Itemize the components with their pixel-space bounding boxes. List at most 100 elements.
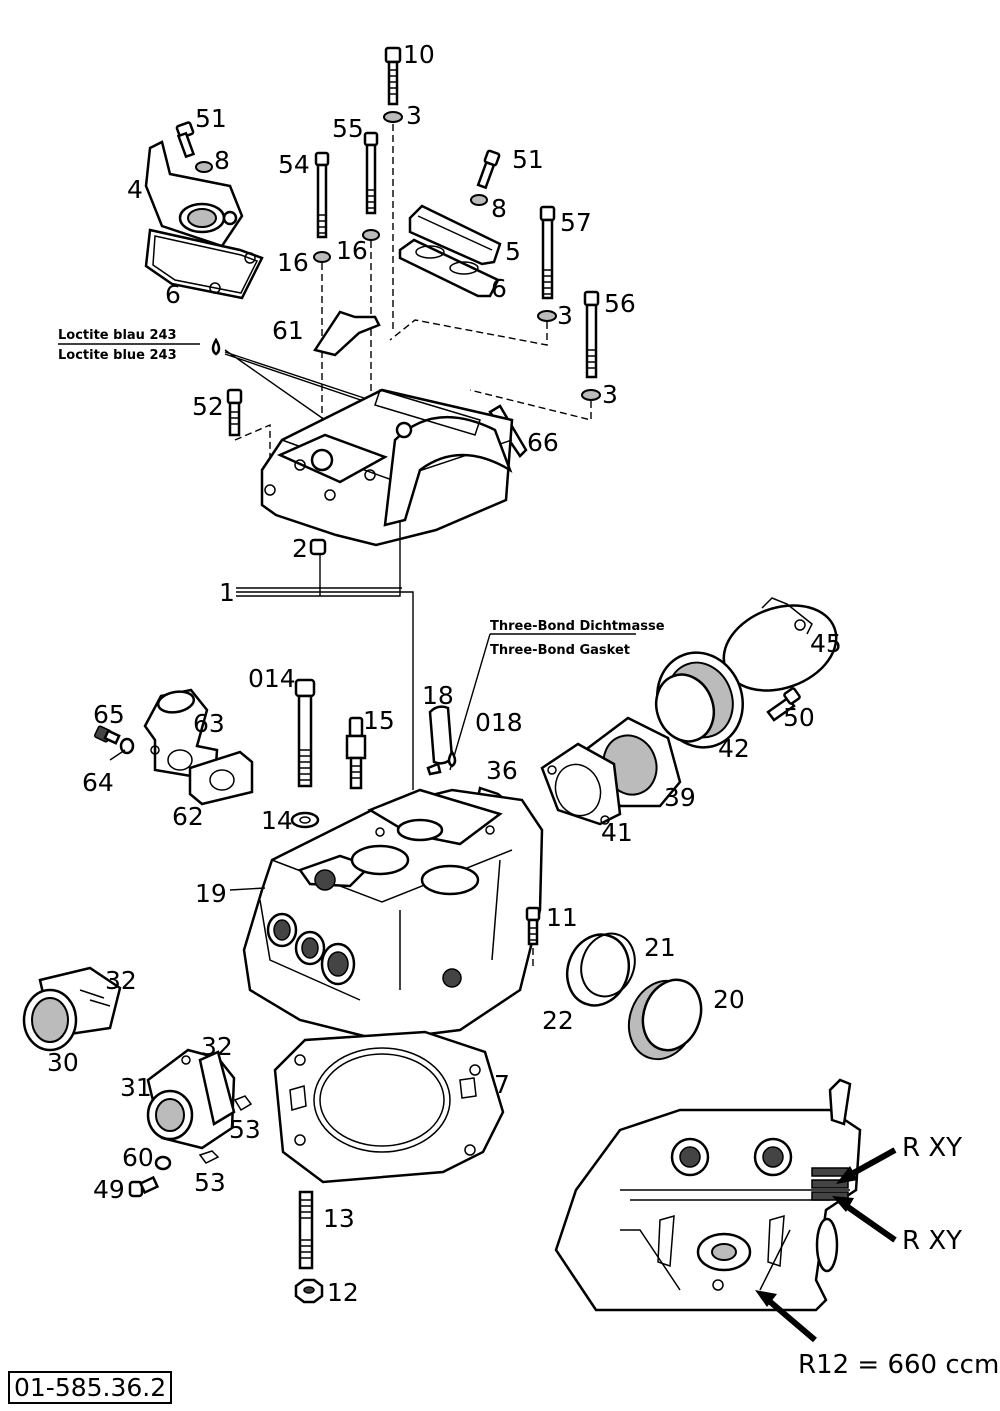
part-label-8: 8 [491,194,507,223]
part-label-65: 65 [93,700,125,729]
part-label-3: 3 [557,301,573,330]
part-label-36: 36 [486,756,518,785]
bolt-10 [384,46,402,106]
oring-018 [426,749,457,776]
valve-cover-5 [408,204,502,266]
washer-3-mid [537,310,557,322]
bolt-54 [314,151,330,239]
bolt-51-left [175,121,196,159]
dowel-2 [309,538,327,556]
washer-64 [119,737,135,755]
intake-gasket-41 [540,742,622,826]
r12-note: R12 = 660 ccm [798,1350,1000,1380]
clip-53-a [233,1095,253,1112]
part-label-56: 56 [604,289,636,318]
part-label-32: 32 [105,966,137,995]
intake-manifold-31 [146,1048,236,1150]
bolt-65 [94,725,121,745]
part-label-6: 6 [491,274,507,303]
part-label-16: 16 [277,248,309,277]
part-label-8: 8 [214,146,230,175]
part-label-3: 3 [406,101,422,130]
part-label-31: 31 [120,1073,152,1102]
valve-cover-gasket-6 [398,238,500,298]
part-label-50: 50 [783,703,815,732]
part-label-57: 57 [560,208,592,237]
washer-16-b [362,229,380,241]
stud-014 [294,678,316,788]
part-label-15: 15 [363,706,395,735]
washer-3-low [581,389,601,401]
part-label-14: 14 [261,806,293,835]
part-label-51: 51 [512,145,544,174]
arrow-rxy-1 [836,1147,897,1184]
part-label-30: 30 [47,1048,79,1077]
bolt-51-right [476,149,501,190]
part-label-2: 2 [292,534,308,563]
part-label-54: 54 [278,150,310,179]
part-label-42: 42 [718,734,750,763]
clip-53-b [198,1150,220,1164]
washer-8-left [195,161,213,173]
washer-14 [290,811,320,829]
bolt-57 [539,205,556,300]
part-label-63: 63 [193,709,225,738]
part-label-52: 52 [192,392,224,421]
part-label-53: 53 [194,1168,226,1197]
part-label-21: 21 [644,933,676,962]
oring-21 [580,932,636,998]
part-label-45: 45 [810,629,842,658]
part-label-12: 12 [327,1278,359,1307]
part-label-32: 32 [201,1032,233,1061]
bracket-61 [312,310,381,357]
part-label-18: 18 [422,681,454,710]
washer-16-a [313,251,331,263]
part-label-5: 5 [505,237,521,266]
part-label-49: 49 [93,1175,125,1204]
intake-boot-42 [654,651,744,749]
part-label-51: 51 [195,104,227,133]
cylinder-head-detail-view [554,1078,862,1312]
loctite-note-en: Loctite blue 243 [58,348,177,363]
stud-13 [298,1190,314,1270]
part-label-66: 66 [527,428,559,457]
oring-22 [565,933,631,1007]
nut-12 [294,1278,324,1304]
rxy-label-lower: R XY [902,1226,963,1256]
washer-3-top [383,111,403,123]
sensor-15 [345,716,367,790]
part-label-19: 19 [195,879,227,908]
part-label-11: 11 [546,903,578,932]
part-label-61: 61 [272,316,304,345]
part-label-1: 1 [219,578,235,607]
bolt-11 [525,906,541,946]
bolt-52 [226,388,243,437]
part-label-60: 60 [122,1143,154,1172]
part-label-16: 16 [336,236,368,265]
head-gasket-7 [273,1030,505,1184]
part-label-41: 41 [601,818,633,847]
part-label-22: 22 [542,1006,574,1035]
exhaust-elbow-63 [143,688,219,782]
threebond-note-en: Three-Bond Gasket [490,643,630,658]
camshaft-housing [260,388,514,547]
arrow-r12 [755,1290,817,1343]
water-outlet-cover-4 [144,140,264,300]
loctite-note-de: Loctite blau 243 [58,328,177,343]
bolt-55 [363,131,379,215]
part-label-018: 018 [475,708,523,737]
part-label-53: 53 [229,1115,261,1144]
part-label-20: 20 [713,985,745,1014]
part-label-55: 55 [332,114,364,143]
diagram-reference-number: 01-585.36.2 [8,1371,173,1404]
arrow-rxy-2 [832,1196,897,1243]
rxy-label-upper: R XY [902,1133,963,1163]
bolt-56 [583,290,600,379]
loctite-drop-icon [211,337,221,356]
exhaust-gasket-62 [188,750,254,806]
cover-cap-20 [627,978,703,1061]
part-label-62: 62 [172,802,204,831]
part-label-4: 4 [127,175,143,204]
part-label-64: 64 [82,768,114,797]
